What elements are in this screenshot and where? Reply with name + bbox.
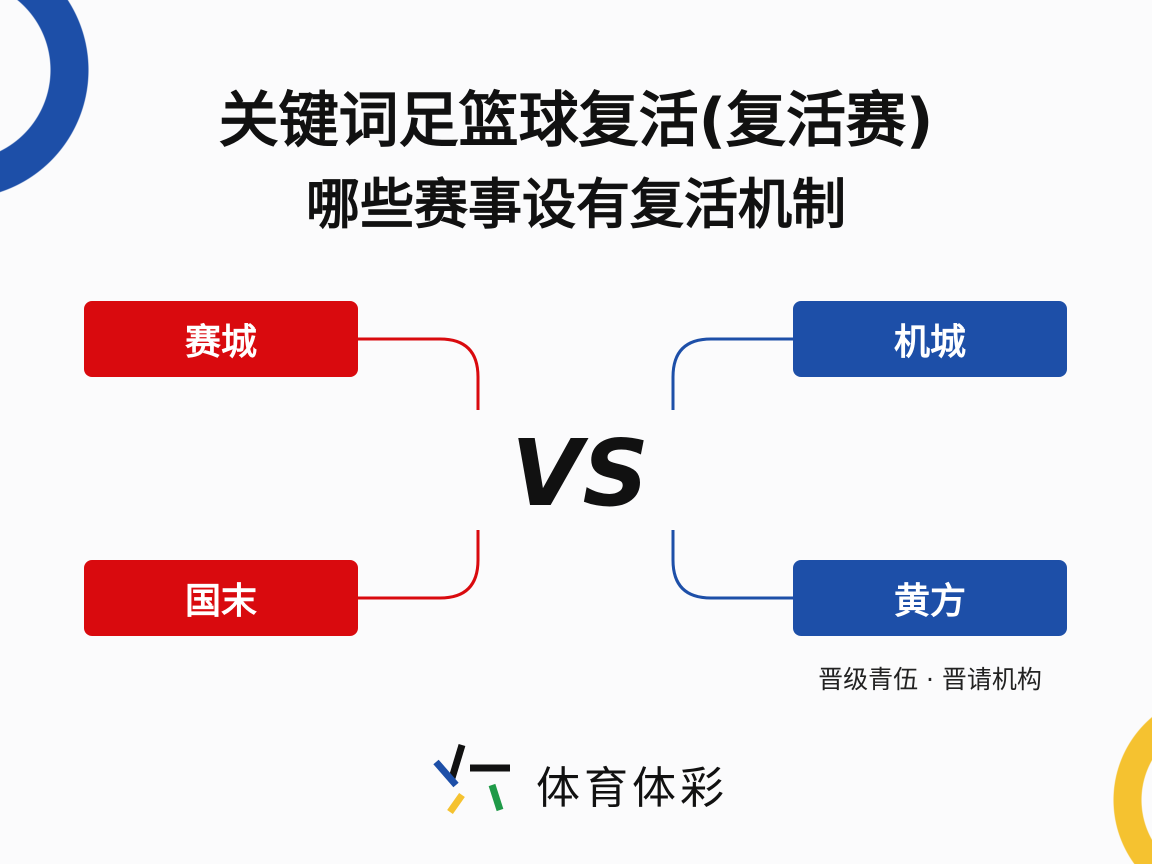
team-left-top[interactable]: 赛城: [84, 301, 358, 377]
team-right-top[interactable]: 机城: [793, 301, 1067, 377]
bracket-line-right-top: [671, 337, 793, 410]
bracket-line-right-bottom: [671, 530, 793, 600]
team-right-bottom[interactable]: 黄方: [793, 560, 1067, 636]
team-left-bottom[interactable]: 国末: [84, 560, 358, 636]
brand-logo-icon: [433, 743, 510, 815]
decor-blue-arc: [0, 0, 92, 200]
bracket-line-left-bottom: [358, 530, 480, 600]
title-line-2: 哪些赛事设有复活机制: [306, 173, 846, 236]
footnote: 晋级青伍 · 晋请机构: [818, 665, 1042, 694]
brand-name: 体育体彩: [536, 763, 728, 814]
vs-label: VS: [511, 420, 649, 527]
decor-yellow-arc: [1092, 690, 1152, 864]
title-line-1: 关键词足篮球复活(复活赛): [218, 86, 934, 156]
bracket-line-left-top: [358, 337, 480, 410]
